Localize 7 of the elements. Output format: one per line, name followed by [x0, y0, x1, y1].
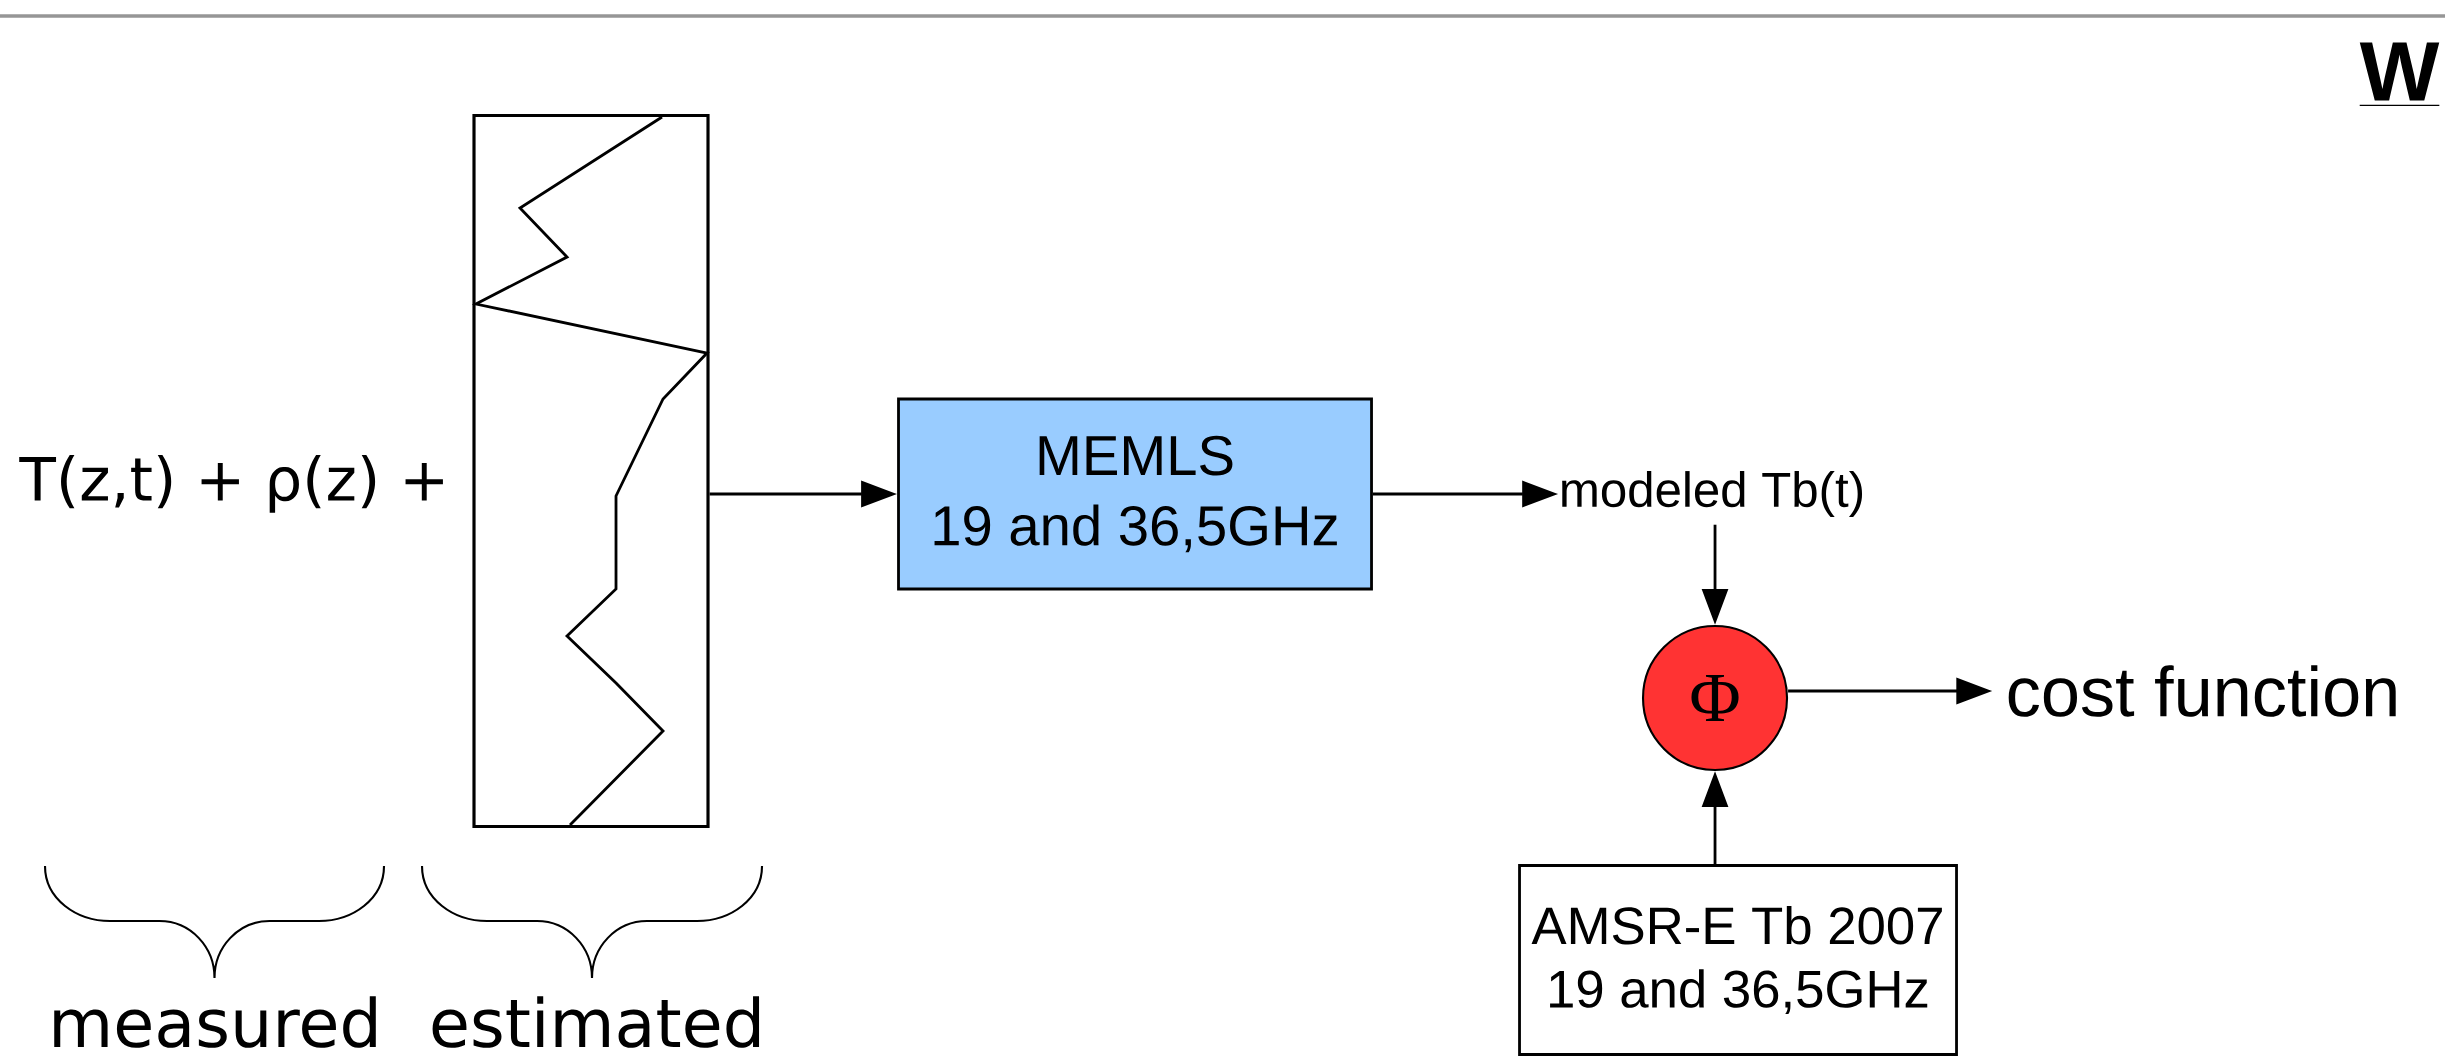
- model-box: MEMLS 19 and 36,5GHz: [897, 397, 1373, 591]
- brace-label: estimated: [432, 996, 760, 1048]
- data-box: AMSR-E Tb 2007 19 and 36,5GHz: [1518, 864, 1958, 1056]
- output-label: cost function: [2008, 665, 2396, 717]
- output-label: modeled Tb(t): [1562, 471, 1863, 517]
- heading-letter: W: [2359, 42, 2441, 107]
- brace-label: measured: [54, 996, 376, 1048]
